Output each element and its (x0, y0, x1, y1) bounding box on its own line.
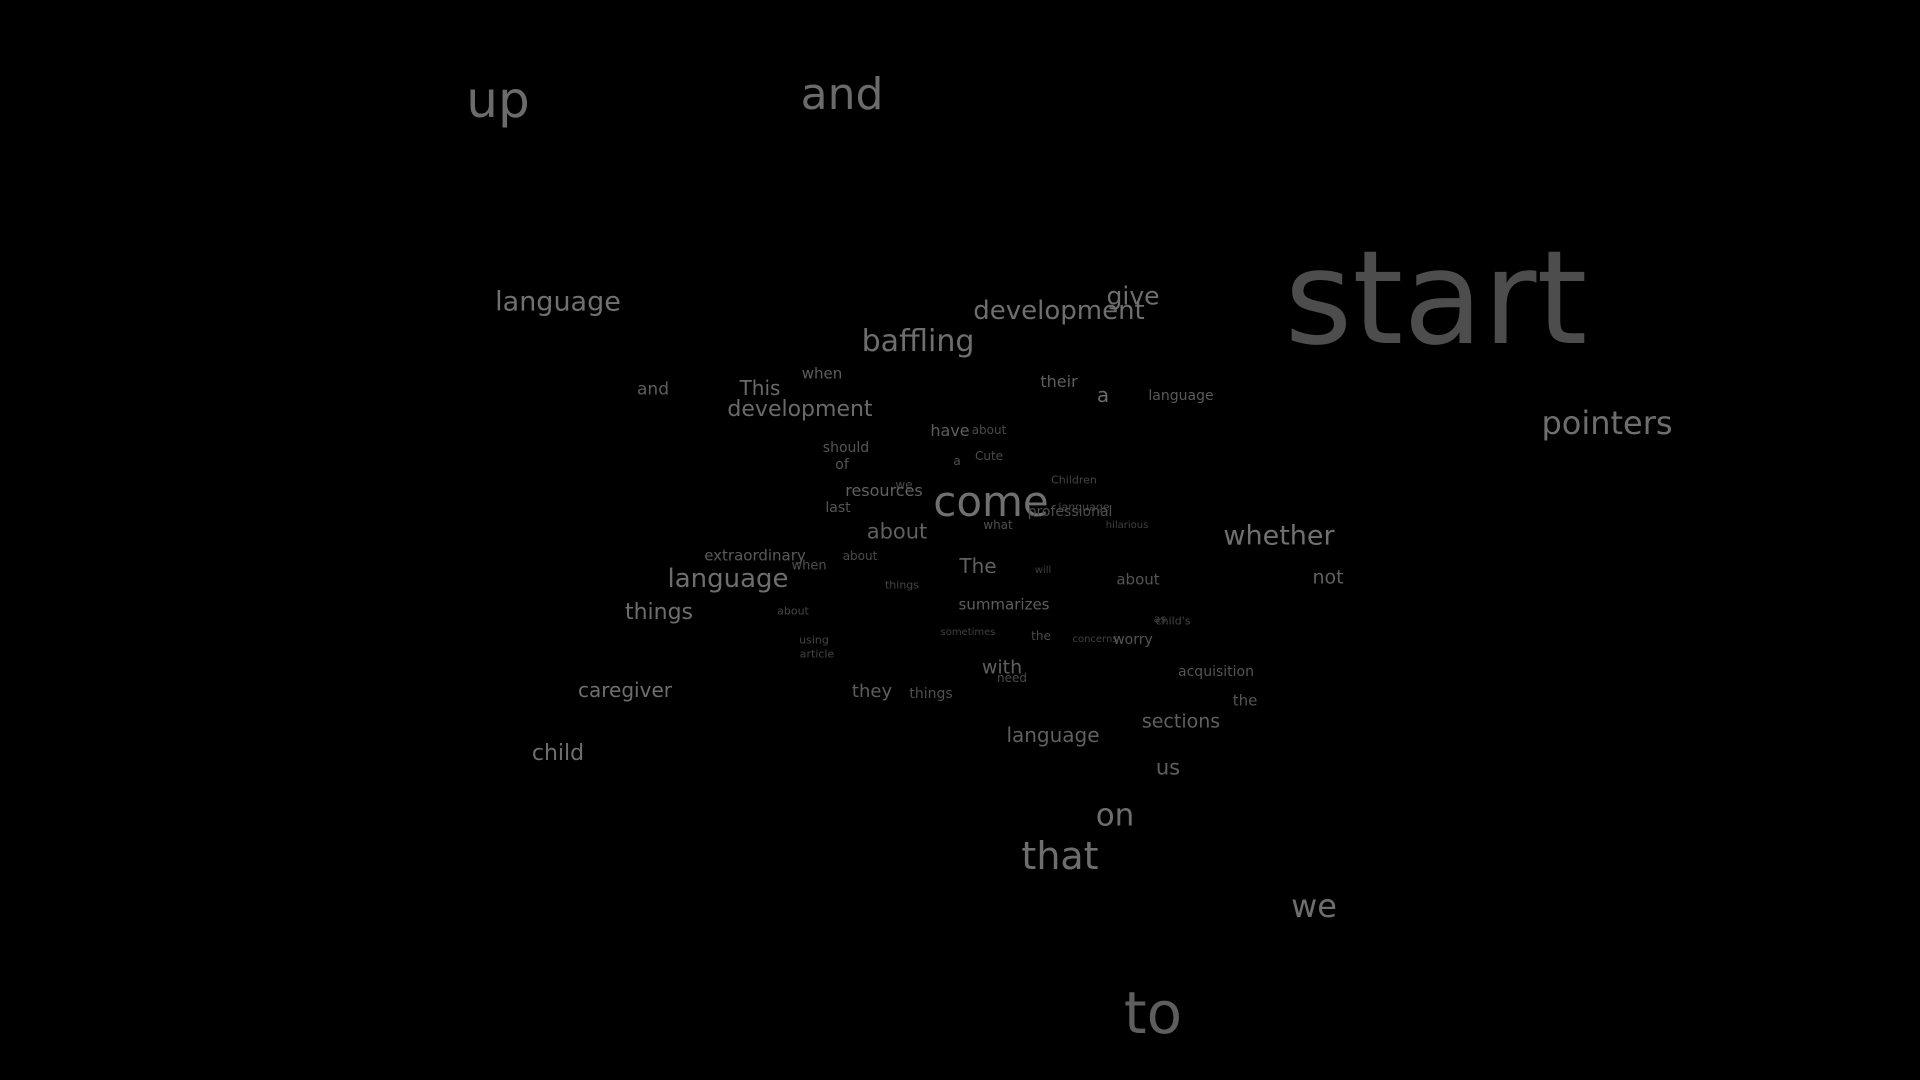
cloud-word: not (1312, 566, 1344, 589)
cloud-word: language (1006, 723, 1100, 747)
cloud-word: about (866, 519, 928, 544)
cloud-word: resources (845, 481, 923, 500)
cloud-word: they (851, 681, 893, 702)
cloud-word: language (495, 286, 621, 318)
cloud-word: will (1034, 565, 1052, 576)
cloud-word: development (973, 296, 1145, 326)
cloud-word: sometimes (940, 627, 996, 638)
cloud-word: language (667, 564, 789, 594)
cloud-word: This (739, 376, 781, 400)
cloud-word: development (727, 397, 873, 422)
cloud-word: we (1291, 887, 1337, 925)
cloud-word: give (1106, 281, 1160, 311)
cloud-word: about (1116, 570, 1160, 589)
cloud-word: with (981, 656, 1023, 679)
cloud-word: The (959, 554, 997, 578)
cloud-word: language (1058, 500, 1110, 514)
cloud-word: things (884, 578, 920, 592)
cloud-word: child's (1155, 614, 1191, 628)
cloud-word: things (624, 600, 694, 625)
cloud-word: about (971, 423, 1007, 437)
cloud-word: the (1232, 691, 1258, 710)
cloud-word: extraordinary (704, 546, 806, 565)
cloud-word: Children (1051, 473, 1097, 487)
cloud-word: about (777, 604, 809, 618)
cloud-word: hilarious (1105, 520, 1149, 531)
cloud-word: should (822, 440, 870, 456)
cloud-word: when (791, 558, 827, 574)
cloud-word: the (1031, 629, 1051, 643)
cloud-word: worry (1113, 632, 1153, 648)
cloud-word: whether (1223, 520, 1335, 552)
cloud-word: we (895, 478, 913, 492)
cloud-word: as (1153, 612, 1167, 626)
cloud-word: professional (1027, 504, 1113, 520)
cloud-word: caregiver (578, 678, 672, 702)
cloud-word: their (1040, 372, 1078, 391)
cloud-word: sections (1141, 710, 1221, 733)
cloud-word: and (637, 379, 669, 400)
cloud-word: about (842, 549, 878, 563)
cloud-word: acquisition (1178, 664, 1254, 680)
cloud-word: concerns (1072, 634, 1118, 645)
cloud-word: when (801, 364, 843, 383)
cloud-word: article (799, 647, 835, 661)
cloud-word: using (799, 633, 829, 647)
cloud-word: a (1096, 383, 1110, 407)
cloud-word: and (800, 69, 884, 120)
cloud-word: that (1021, 834, 1099, 878)
cloud-word: of (835, 457, 849, 473)
cloud-word: come (933, 477, 1049, 526)
cloud-word: have (930, 421, 970, 440)
cloud-word: on (1095, 797, 1135, 834)
cloud-word: pointers (1541, 404, 1673, 442)
cloud-word: baffling (861, 324, 975, 359)
cloud-word: child (531, 741, 585, 766)
cloud-word: us (1155, 755, 1181, 780)
cloud-word: language (1148, 388, 1214, 404)
cloud-word: up (466, 71, 530, 129)
cloud-word: things (909, 686, 953, 702)
cloud-word: what (983, 518, 1013, 532)
cloud-word: Cute (974, 449, 1004, 463)
cloud-word: summarizes (958, 595, 1050, 614)
cloud-word: to (1123, 979, 1183, 1047)
cloud-word: need (997, 671, 1027, 685)
cloud-word: a (953, 454, 961, 468)
cloud-word: last (825, 500, 851, 516)
cloud-word: start (1284, 222, 1588, 374)
